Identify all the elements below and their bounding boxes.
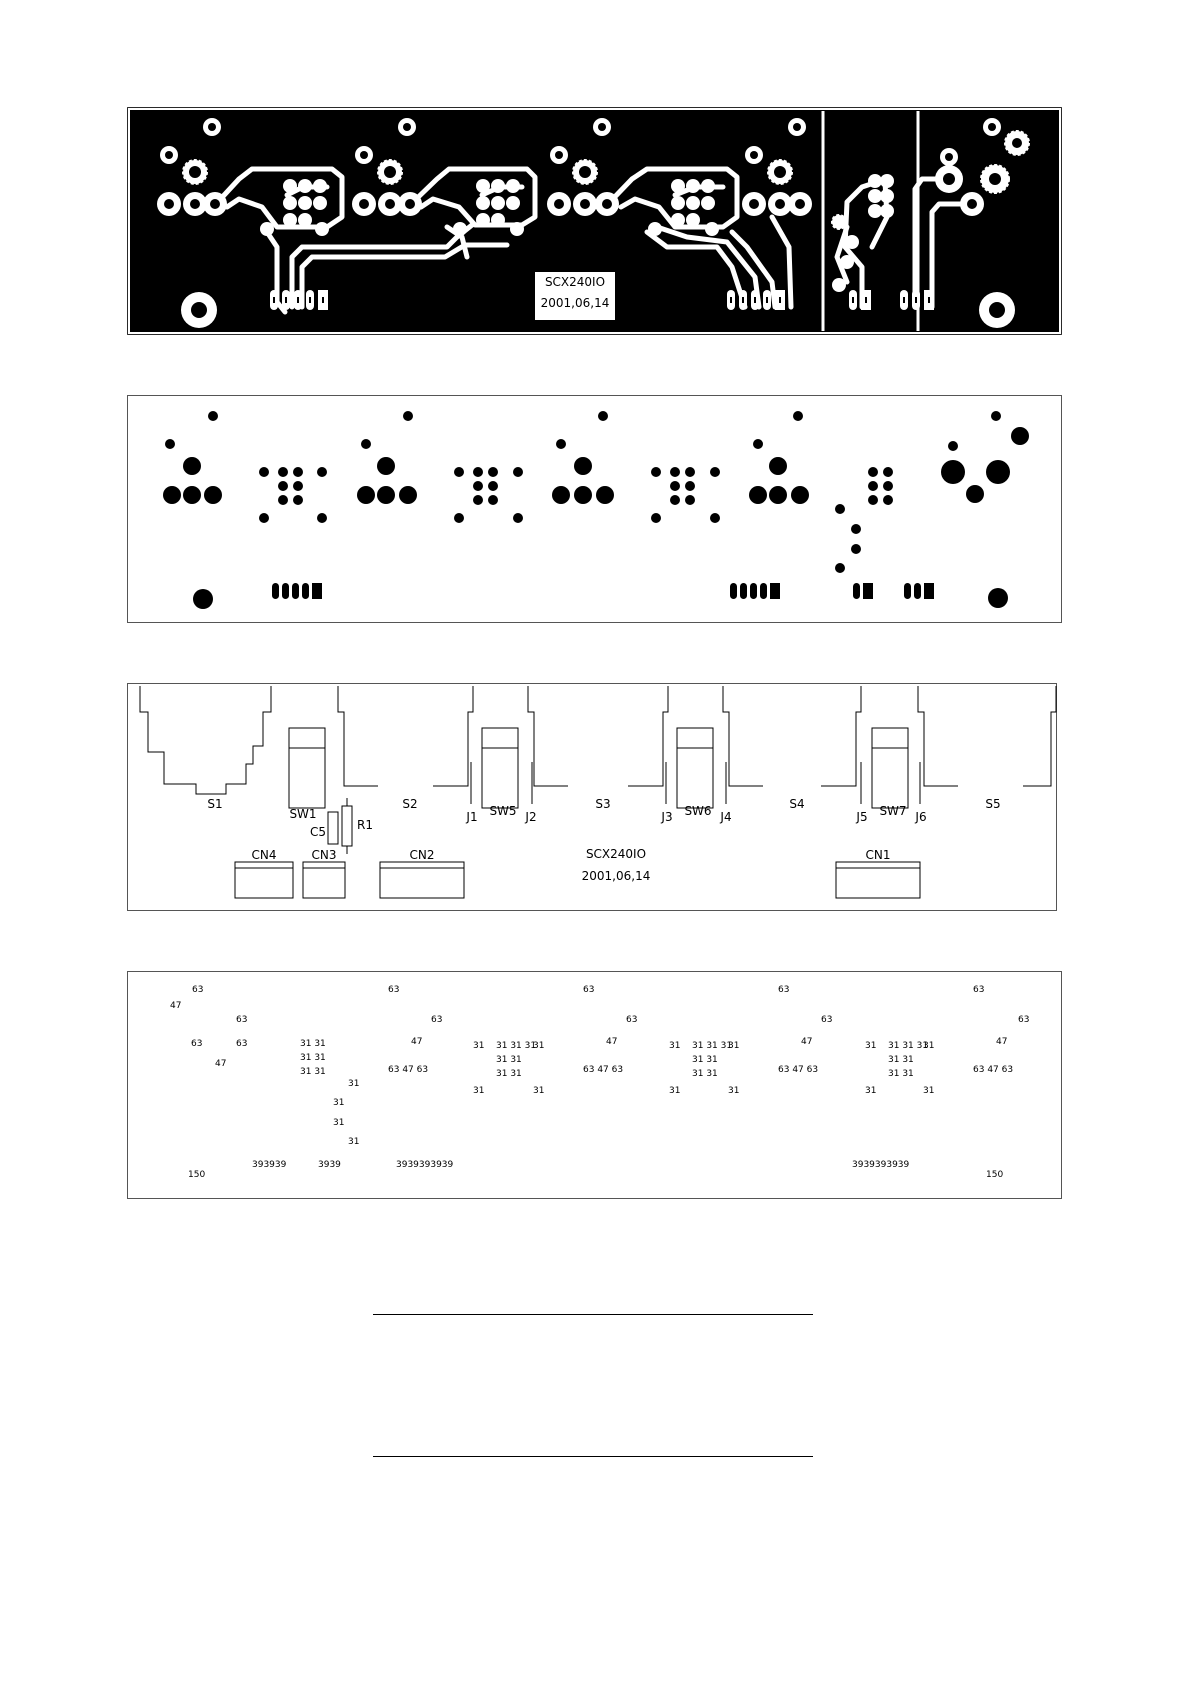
drill-label: 31 31 xyxy=(300,1039,326,1049)
drill-label: 31 31 xyxy=(300,1067,326,1077)
drill-label: 393939 xyxy=(252,1160,287,1170)
socket-label-s1: S1 xyxy=(207,797,222,811)
drill-label: 31 31 31 xyxy=(888,1041,928,1051)
switch-label-sw1: SW1 xyxy=(289,807,316,821)
drill-label: 31 xyxy=(348,1137,359,1147)
copper-board-date: 2001,06,14 xyxy=(541,296,610,310)
drill-label: 3939 xyxy=(318,1160,341,1170)
silkscreen-artwork: S1 SW1 S2 J1 SW5 J2 S3 J3 SW6 J4 S4 J5 S… xyxy=(139,686,1057,899)
drill-label: 31 xyxy=(865,1086,876,1096)
drill-label: 47 xyxy=(411,1037,422,1047)
drill-label: 63 xyxy=(192,985,203,995)
resistor-label-r1: R1 xyxy=(357,818,373,832)
drill-layer-artwork xyxy=(163,411,1029,609)
silkscreen-layer-panel: S1 SW1 S2 J1 SW5 J2 S3 J3 SW6 J4 S4 J5 S… xyxy=(127,683,1057,911)
drill-label: 31 31 xyxy=(692,1069,718,1079)
drill-label: 31 xyxy=(333,1098,344,1108)
drill-label: 150 xyxy=(188,1170,205,1180)
socket-label-s4: S4 xyxy=(789,797,804,811)
drill-label: 31 xyxy=(473,1041,484,1051)
switch-label-sw6: SW6 xyxy=(684,804,711,818)
drill-label: 31 xyxy=(923,1086,934,1096)
jumper-label-j1: J1 xyxy=(465,810,477,824)
drill-chart-artwork: 63 47 63 63 63 47 31 31 31 31 31 31 31 3… xyxy=(170,985,1029,1180)
drill-label: 47 xyxy=(606,1037,617,1047)
drill-label: 31 31 xyxy=(888,1055,914,1065)
drill-layer-panel xyxy=(127,395,1062,623)
drill-label: 3939393939 xyxy=(852,1160,910,1170)
connector-label-cn3: CN3 xyxy=(312,848,337,862)
drill-label: 63 47 63 xyxy=(583,1065,623,1075)
drill-label: 31 31 31 xyxy=(496,1041,536,1051)
drill-label: 31 31 xyxy=(692,1055,718,1065)
drill-label: 31 xyxy=(669,1041,680,1051)
drill-chart-panel: 63 47 63 63 63 47 31 31 31 31 31 31 31 3… xyxy=(127,971,1062,1199)
drill-label: 31 xyxy=(669,1086,680,1096)
drill-label: 3939393939 xyxy=(396,1160,454,1170)
drill-label: 63 xyxy=(973,985,984,995)
drill-label: 47 xyxy=(170,1001,181,1011)
drill-label: 31 31 xyxy=(888,1069,914,1079)
drill-label: 150 xyxy=(986,1170,1003,1180)
drill-label: 63 xyxy=(236,1039,247,1049)
drill-label: 63 47 63 xyxy=(778,1065,818,1075)
drill-label: 63 xyxy=(583,985,594,995)
jumper-label-j4: J4 xyxy=(719,810,731,824)
drill-label: 31 31 31 xyxy=(692,1041,732,1051)
connector-label-cn2: CN2 xyxy=(410,848,435,862)
drill-label: 63 xyxy=(431,1015,442,1025)
switch-label-sw7: SW7 xyxy=(879,804,906,818)
capacitor-label-c5: C5 xyxy=(310,825,326,839)
drill-label: 31 xyxy=(728,1041,739,1051)
connector-label-cn4: CN4 xyxy=(252,848,277,862)
socket-label-s5: S5 xyxy=(985,797,1000,811)
drill-label: 31 31 xyxy=(496,1055,522,1065)
drill-label: 63 47 63 xyxy=(973,1065,1013,1075)
silkscreen-board-date: 2001,06,14 xyxy=(582,869,651,883)
socket-label-s3: S3 xyxy=(595,797,610,811)
drill-label: 63 47 63 xyxy=(388,1065,428,1075)
drill-label: 47 xyxy=(215,1059,226,1069)
drill-label: 63 xyxy=(1018,1015,1029,1025)
drill-label: 31 xyxy=(728,1086,739,1096)
copper-layer-artwork: SCX240IO 2001,06,14 xyxy=(127,107,1062,335)
drill-label: 63 xyxy=(626,1015,637,1025)
connector-label-cn1: CN1 xyxy=(866,848,891,862)
drill-label: 31 xyxy=(473,1086,484,1096)
drill-label: 31 xyxy=(333,1118,344,1128)
drill-label: 47 xyxy=(801,1037,812,1047)
jumper-label-j2: J2 xyxy=(524,810,536,824)
drill-label: 31 31 xyxy=(496,1069,522,1079)
drill-label: 47 xyxy=(996,1037,1007,1047)
drill-label: 31 31 xyxy=(300,1053,326,1063)
drill-label: 63 xyxy=(778,985,789,995)
drill-label: 31 xyxy=(533,1041,544,1051)
drill-label: 63 xyxy=(388,985,399,995)
drill-label: 31 xyxy=(533,1086,544,1096)
jumper-label-j3: J3 xyxy=(660,810,672,824)
drill-label: 63 xyxy=(191,1039,202,1049)
signature-line-top xyxy=(373,1314,813,1315)
drill-label: 63 xyxy=(236,1015,247,1025)
copper-board-name: SCX240IO xyxy=(545,275,605,289)
switch-label-sw5: SW5 xyxy=(489,804,516,818)
jumper-label-j6: J6 xyxy=(914,810,926,824)
jumper-label-j5: J5 xyxy=(855,810,867,824)
drill-label: 31 xyxy=(348,1079,359,1089)
drill-label: 63 xyxy=(821,1015,832,1025)
copper-layer-panel: SCX240IO 2001,06,14 xyxy=(127,107,1062,335)
drill-label: 31 xyxy=(923,1041,934,1051)
signature-line-bottom xyxy=(373,1456,813,1457)
drill-label: 31 xyxy=(865,1041,876,1051)
silkscreen-board-name: SCX240IO xyxy=(586,847,646,861)
socket-label-s2: S2 xyxy=(402,797,417,811)
